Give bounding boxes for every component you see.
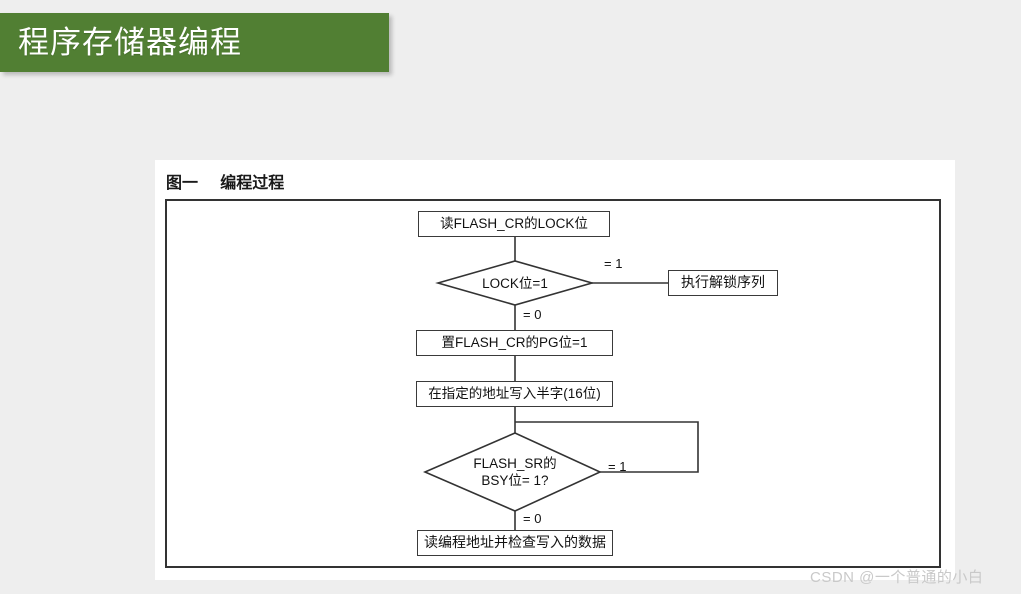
- node-write-halfword-label: 在指定的地址写入半字(16位): [428, 386, 601, 402]
- page-title: 程序存储器编程: [18, 25, 242, 60]
- node-unlock-seq: 执行解锁序列: [668, 270, 778, 296]
- node-set-pg-label: 置FLASH_CR的PG位=1: [441, 335, 588, 351]
- node-read-lock-label: 读FLASH_CR的LOCK位: [440, 216, 588, 232]
- node-set-pg: 置FLASH_CR的PG位=1: [416, 330, 613, 356]
- edge-label-bsy-yes: = 1: [608, 459, 627, 474]
- node-unlock-seq-label: 执行解锁序列: [681, 274, 765, 291]
- node-verify-data: 读编程地址并检查写入的数据: [417, 530, 613, 556]
- edge-label-lock-no: = 0: [523, 307, 542, 322]
- csdn-watermark: CSDN @一个普通的小白: [810, 569, 984, 586]
- node-write-halfword: 在指定的地址写入半字(16位): [416, 381, 613, 407]
- figure-card: 图一 编程过程: [155, 160, 955, 580]
- edge-label-lock-yes: = 1: [604, 256, 623, 271]
- node-read-lock: 读FLASH_CR的LOCK位: [418, 211, 610, 237]
- slide-title-banner: 程序存储器编程: [0, 13, 389, 72]
- edge-label-bsy-no: = 0: [523, 511, 542, 526]
- figure-caption: 图一 编程过程: [166, 173, 285, 192]
- node-verify-data-label: 读编程地址并检查写入的数据: [424, 534, 606, 551]
- flowchart-frame: 读FLASH_CR的LOCK位 LOCK位=1 执行解锁序列 置FLASH_CR…: [165, 199, 941, 568]
- flowchart-connectors: [422, 237, 699, 530]
